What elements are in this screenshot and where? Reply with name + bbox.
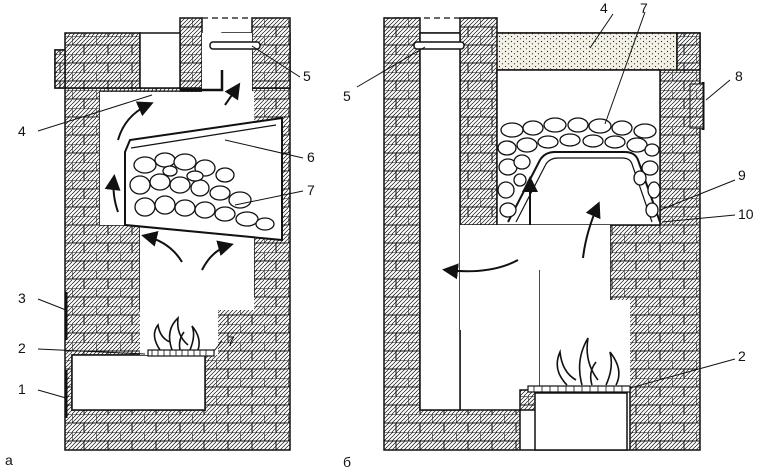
panel-b-grate bbox=[527, 385, 631, 393]
panel-a-label-2: 2 bbox=[18, 340, 26, 356]
panel-a-label-1: 1 bbox=[18, 381, 26, 397]
panel-a-label-7: 7 bbox=[307, 182, 315, 198]
panel-b-label-9: 9 bbox=[738, 167, 746, 183]
panel-a-fire-icon bbox=[153, 315, 200, 351]
panel-b-flow-arrows bbox=[442, 176, 601, 280]
panel-a-label-7-grate: 7 bbox=[227, 333, 235, 349]
panel-b-insulation bbox=[496, 32, 678, 71]
panel-b-label-7: 7 bbox=[640, 0, 648, 16]
panel-a: 1 2 3 4 5 6 7 7 а bbox=[5, 17, 315, 468]
panel-a-chimney-left bbox=[179, 17, 203, 89]
panel-a-grate bbox=[147, 349, 215, 357]
panel-b-letter: б bbox=[343, 454, 351, 470]
panel-b-heater-dome bbox=[507, 151, 661, 223]
panel-a-label-5: 5 bbox=[303, 68, 311, 84]
panel-a-label-6: 6 bbox=[307, 149, 315, 165]
panel-b-label-4: 4 bbox=[600, 0, 608, 16]
panel-b-damper bbox=[413, 41, 465, 50]
panel-b-label-5: 5 bbox=[343, 88, 351, 104]
panel-a-label-4: 4 bbox=[18, 123, 26, 139]
panel-b-label-8: 8 bbox=[735, 68, 743, 84]
panel-b: 5 4 7 8 9 10 2 б bbox=[343, 0, 754, 470]
panel-b-label-2: 2 bbox=[738, 348, 746, 364]
panel-a-stones bbox=[129, 152, 275, 231]
panel-b-ash-pit bbox=[534, 392, 628, 451]
panel-b-fire-icon bbox=[556, 337, 620, 386]
panel-a-letter: а bbox=[5, 452, 13, 468]
panel-a-damper bbox=[209, 41, 261, 50]
panel-a-label-3: 3 bbox=[18, 290, 26, 306]
panel-a-firebox bbox=[71, 354, 206, 411]
panel-a-chimney-right bbox=[251, 17, 291, 89]
panel-b-label-10: 10 bbox=[738, 206, 754, 222]
panel-a-flow-arrows bbox=[104, 82, 241, 271]
